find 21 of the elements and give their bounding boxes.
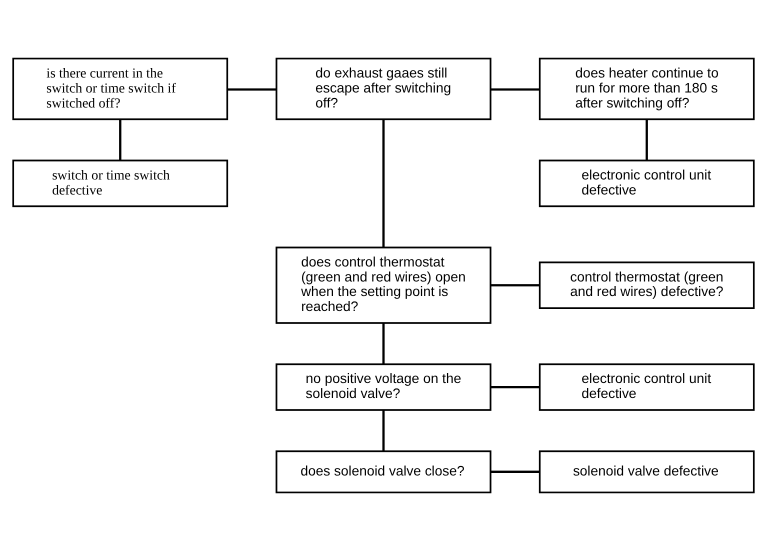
node-box: control thermostat (green and red wires) defective?: [538, 261, 755, 309]
connector: [490, 88, 540, 91]
connector: [490, 386, 540, 388]
node-box: electronic control unit defective: [538, 363, 755, 411]
connector: [382, 120, 385, 248]
connector: [382, 323, 385, 364]
node-box: electronic control unit defective: [538, 160, 755, 208]
connector: [490, 470, 540, 473]
node-box: does control thermostat (green and red wires) open when the setting point is reached?: [276, 246, 492, 324]
node-box: is there current in the switch or time switch if switched off?: [12, 58, 228, 120]
node-box: do exhaust gaaes still escape after switching off?: [276, 58, 492, 120]
connector: [490, 284, 540, 286]
connector: [382, 410, 385, 452]
connector: [227, 88, 276, 91]
connector: [646, 119, 648, 160]
node-box: does heater continue to run for more than 180 s after switching off?: [538, 58, 755, 120]
node-box: does solenoid valve close?: [276, 450, 492, 494]
node-box: switch or time switch defective: [12, 160, 228, 208]
node-box: no positive voltage on the solenoid valve?: [276, 363, 492, 411]
node-box: solenoid valve defective: [538, 450, 755, 494]
connector: [119, 119, 122, 160]
